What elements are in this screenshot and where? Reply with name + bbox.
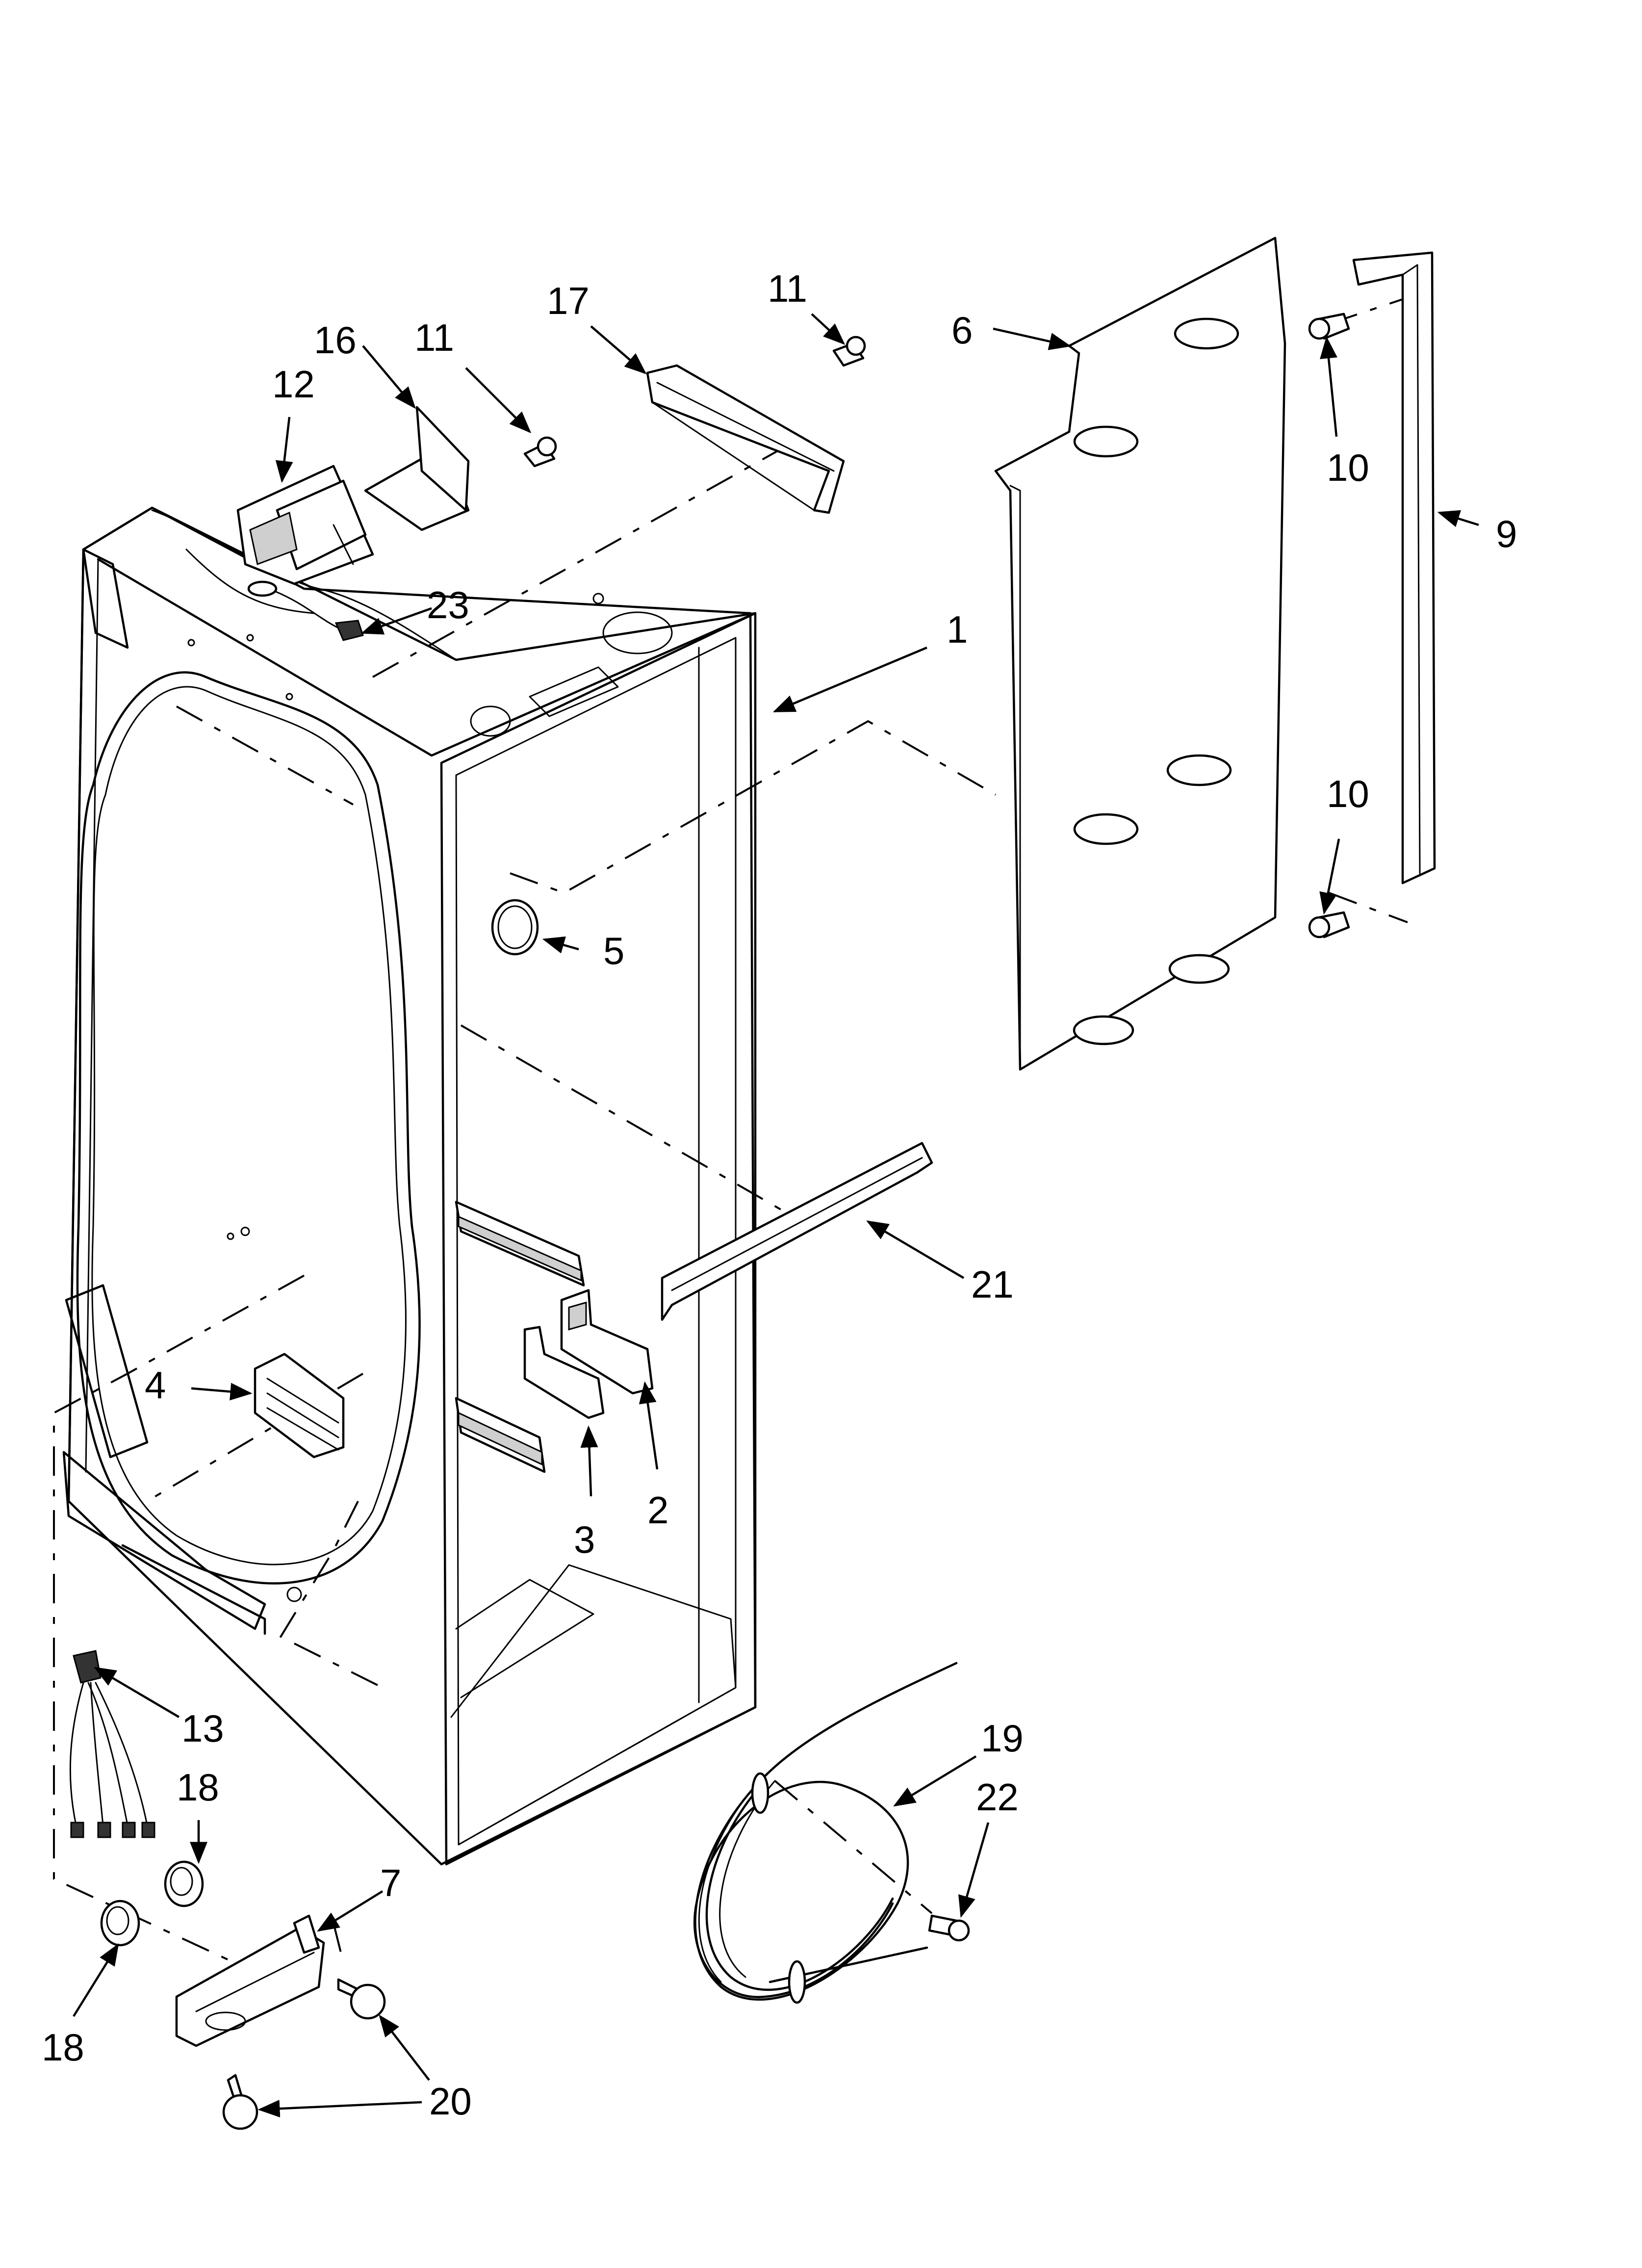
part-5-disc	[491, 899, 539, 956]
callout-6: 6	[951, 309, 973, 352]
part-6-rear-panel	[994, 236, 1286, 1071]
callout-11-right: 11	[768, 267, 807, 310]
callout-11-left: 11	[414, 316, 454, 359]
callout-10-top: 10	[1327, 446, 1369, 489]
callout-19: 19	[981, 1717, 1024, 1760]
part-21-cover-strip	[661, 1142, 933, 1321]
part-18-plug-upper	[164, 1860, 204, 1907]
callout-3: 3	[574, 1518, 595, 1561]
part-23-sensor	[247, 580, 364, 641]
callout-4: 4	[145, 1363, 166, 1407]
part-20-pin-lower	[222, 2074, 258, 2130]
screw-11-right	[832, 336, 866, 367]
callout-10-bottom: 10	[1327, 772, 1369, 815]
callout-20: 20	[429, 2080, 472, 2123]
part-20-pin-upper	[337, 1978, 386, 2020]
screw-10-top	[1308, 313, 1350, 340]
callout-labels: 1 2 3 4 5 6 7 9 10 10 11 11 12 13 16 17 …	[42, 267, 1517, 2123]
callout-5: 5	[603, 929, 624, 972]
callout-21: 21	[971, 1263, 1014, 1306]
screw-11-left	[523, 436, 557, 468]
part-18-plug-lower	[100, 1900, 140, 1947]
part-19-water-tube	[693, 1662, 958, 2004]
callout-1: 1	[947, 608, 968, 651]
part-9-rail	[1352, 251, 1436, 885]
part-2-bracket	[560, 1289, 654, 1395]
part-3-bracket	[523, 1326, 605, 1419]
part-22-fitting	[928, 1914, 970, 1942]
screw-10-bottom	[1308, 911, 1350, 938]
part-16-bracket	[364, 406, 470, 531]
callout-18-upper: 18	[177, 1766, 219, 1809]
callout-22: 22	[976, 1775, 1019, 1819]
callout-16: 16	[314, 318, 357, 362]
callout-9: 9	[1496, 512, 1517, 555]
callout-18-lower: 18	[42, 2026, 84, 2069]
callout-17: 17	[547, 279, 590, 322]
part-17-bracket	[646, 364, 845, 514]
part-4-grille	[254, 1353, 345, 1459]
callout-2: 2	[647, 1488, 668, 1532]
callout-23: 23	[427, 583, 469, 626]
callout-12: 12	[272, 363, 315, 406]
part-12-control-box	[236, 465, 374, 585]
callout-13: 13	[181, 1707, 224, 1750]
callout-7: 7	[380, 1861, 401, 1904]
part-7-foot-bracket	[175, 1914, 325, 2047]
leader-arrows	[73, 313, 1479, 2118]
cabinet-liner	[62, 506, 757, 1866]
